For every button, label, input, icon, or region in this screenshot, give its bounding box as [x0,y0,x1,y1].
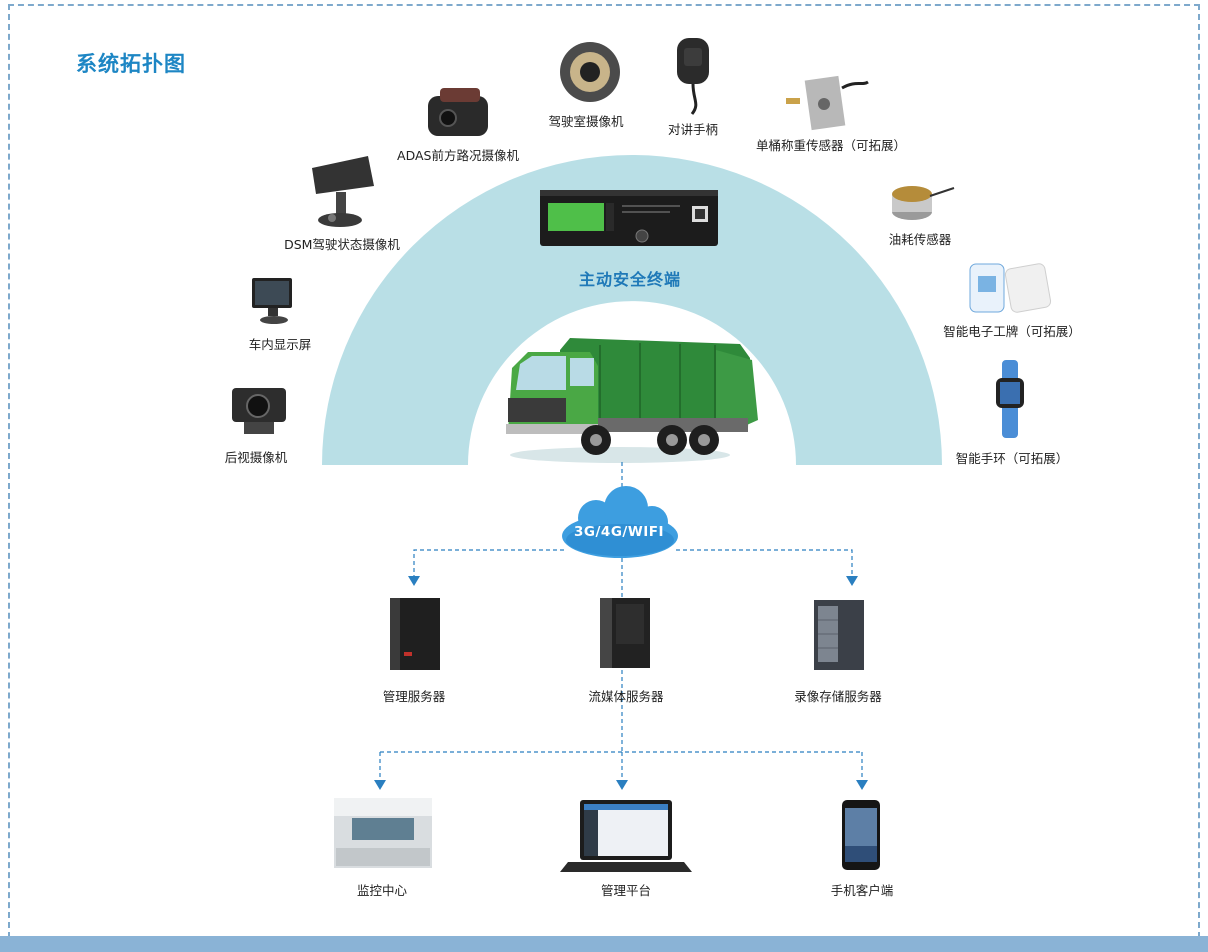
device-label-rear-camera: 后视摄像机 [224,450,288,465]
device-label-dsm: DSM驾驶状态摄像机 [284,237,400,252]
diagram-title: 系统拓扑图 [76,52,186,76]
device-label-cab-camera: 驾驶室摄像机 [548,114,624,129]
storage-server-icon [814,600,864,670]
cab-camera-icon [560,42,620,102]
device-label-wristband: 智能手环（可拓展） [955,451,1069,466]
device-label-monitor: 车内显示屏 [248,337,312,352]
client-label-platform: 管理平台 [600,883,652,898]
bottom-bar [0,936,1208,952]
client-label-mobile: 手机客户端 [830,883,894,898]
laptop-icon [560,800,692,872]
badge-icon [969,263,1052,313]
handset-icon [677,38,709,115]
semicircle-band [322,155,942,465]
monitor-icon [252,278,292,324]
device-label-handset: 对讲手柄 [667,122,719,137]
device-label-fuel-sensor: 油耗传感器 [888,232,952,247]
fuel-sensor-icon [892,186,955,220]
client-label-monitoring-center: 监控中心 [356,883,408,898]
server-label-management: 管理服务器 [382,689,446,704]
network-label: 3G/4G/WIFI [574,524,664,540]
garbage-truck-icon [506,338,758,463]
streaming-server-icon [600,598,650,668]
server-label-storage: 录像存储服务器 [794,689,882,704]
rear-camera-icon [232,388,286,434]
adas-camera-icon [428,88,488,136]
device-label-weight-sensor: 单桶称重传感器（可拓展） [755,138,907,153]
server-label-streaming: 流媒体服务器 [588,689,664,704]
device-label-badge: 智能电子工牌（可拓展） [943,324,1081,339]
terminal-label: 主动安全终端 [578,270,682,289]
monitoring-center-icon [334,798,432,868]
terminal-device-icon [540,190,718,246]
wristband-icon [996,360,1024,438]
cloud-icon [562,486,678,558]
weight-sensor-icon [786,75,869,131]
network-connectors [379,462,863,780]
phone-icon [842,800,880,870]
device-label-adas: ADAS前方路况摄像机 [397,148,519,163]
dsm-camera-icon [312,156,374,227]
connector-arrowheads [374,576,868,790]
management-server-icon [390,598,440,670]
